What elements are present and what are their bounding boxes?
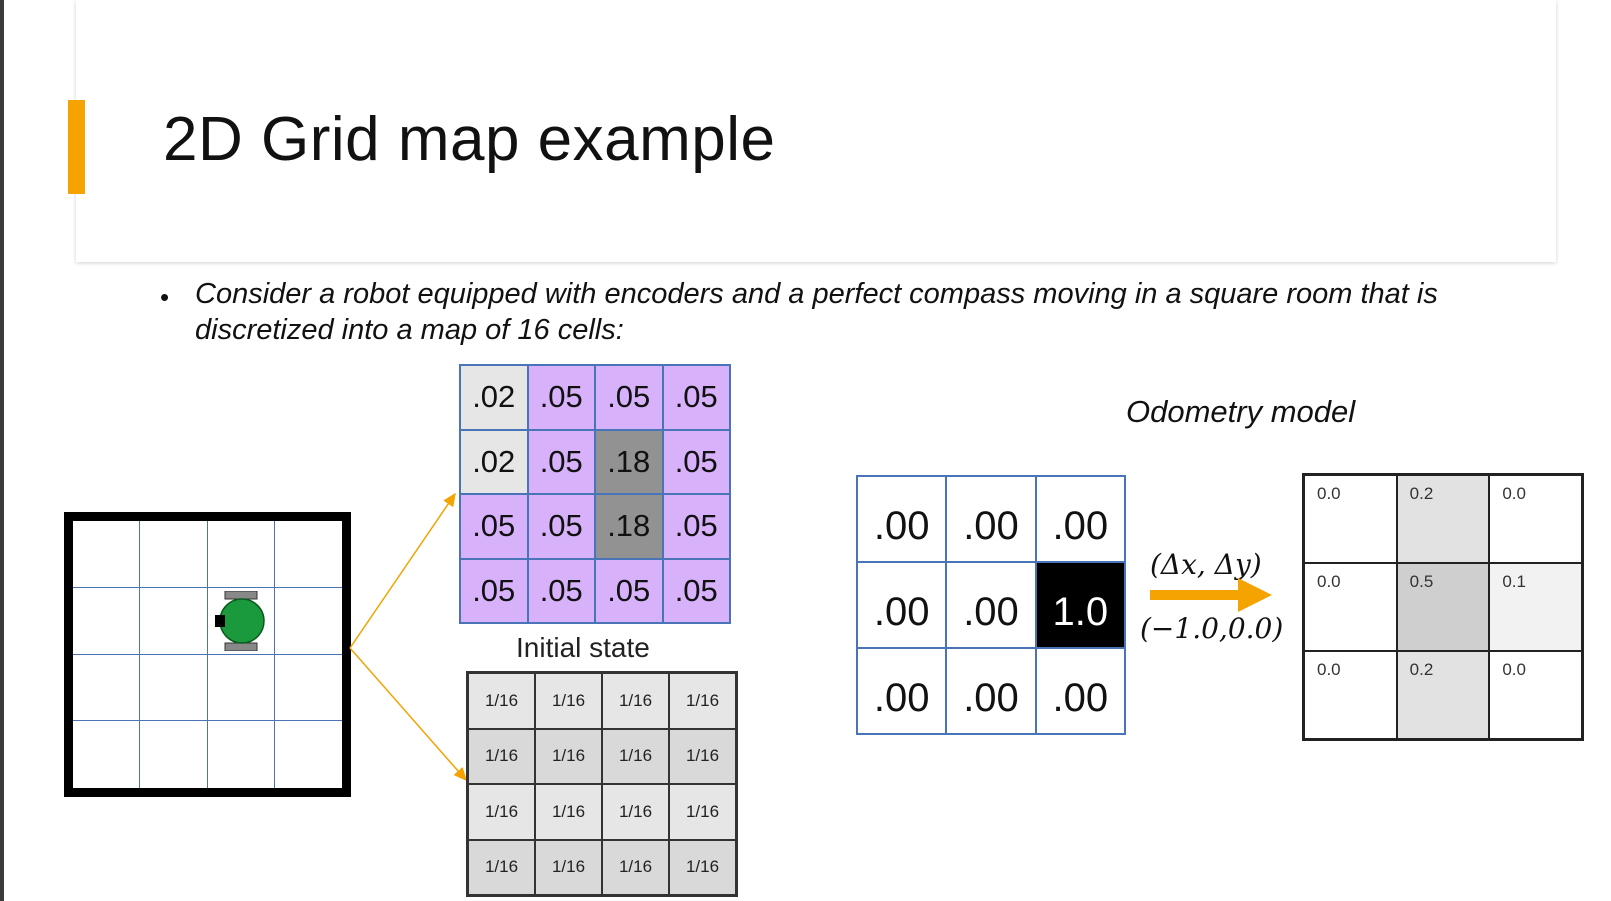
room-cell — [275, 721, 342, 788]
odometry-output-cell: 0.0 — [1304, 563, 1397, 651]
odometry-input-cell: .00 — [857, 476, 947, 562]
belief-cell: .05 — [460, 494, 528, 559]
odometry-output-cell: 0.0 — [1489, 475, 1582, 563]
belief-cell: .05 — [527, 429, 595, 494]
odometry-input-cell: .00 — [946, 562, 1036, 648]
belief-cell: .05 — [662, 558, 730, 623]
initial-state-cell: 1/16 — [535, 784, 602, 840]
belief-cell: .05 — [662, 365, 730, 430]
belief-cell: .18 — [595, 429, 663, 494]
room-cell — [274, 588, 342, 655]
initial-state-cell: 1/16 — [669, 784, 736, 840]
room-cell — [207, 521, 275, 588]
initial-state-cell: 1/16 — [468, 728, 535, 784]
room-cell — [274, 655, 342, 722]
initial-state-cell: 1/16 — [468, 673, 535, 729]
room-cell — [73, 587, 141, 655]
odometry-input-cell: 1.0 — [1035, 562, 1125, 648]
right-arrow-icon — [1150, 578, 1272, 612]
room-cell — [274, 521, 342, 588]
belief-cell: .05 — [662, 429, 730, 494]
initial-state-cell: 1/16 — [468, 839, 535, 895]
room-cell — [140, 587, 208, 655]
odometry-input-cell: .00 — [857, 648, 947, 734]
room-cell — [73, 521, 141, 588]
motion-values-label: (−1.0,0.0) — [1140, 612, 1284, 645]
initial-state-cell: 1/16 — [669, 839, 736, 895]
left-edge-bar — [0, 0, 4, 901]
delta-label: (Δx, Δy) — [1150, 548, 1262, 581]
room-cell — [140, 521, 208, 588]
belief-cell: .02 — [460, 365, 528, 430]
belief-cell: .05 — [527, 494, 595, 559]
belief-cell: .05 — [460, 558, 528, 623]
initial-state-cell: 1/16 — [535, 728, 602, 784]
room-grid — [73, 521, 342, 788]
initial-state-cell: 1/16 — [669, 728, 736, 784]
belief-grid: .02.05.05.05.02.05.18.05.05.05.18.05.05.… — [459, 364, 731, 624]
odometry-input-cell: .00 — [946, 648, 1036, 734]
initial-state-label: Initial state — [516, 632, 650, 663]
room-cell — [208, 721, 275, 788]
odometry-output-cell: 0.2 — [1396, 651, 1490, 739]
room-cell — [140, 654, 208, 722]
belief-cell: .05 — [595, 365, 663, 430]
room-cell — [73, 654, 141, 722]
initial-state-cell: 1/16 — [535, 673, 602, 729]
initial-state-cell: 1/16 — [602, 673, 669, 729]
accent-bar — [68, 100, 85, 194]
odometry-output-cell: 0.0 — [1304, 475, 1397, 563]
initial-state-cell: 1/16 — [669, 673, 736, 729]
belief-cell: .18 — [595, 494, 663, 559]
bullet-text: Consider a robot equipped with encoders … — [195, 278, 1438, 346]
robot-icon — [215, 591, 265, 651]
odometry-input-cell: .00 — [1035, 648, 1125, 734]
title-panel — [76, 0, 1556, 262]
initial-state-cell: 1/16 — [535, 839, 602, 895]
odometry-output-cell: 0.2 — [1396, 475, 1490, 563]
room-cell — [207, 654, 275, 722]
odometry-input-cell: .00 — [857, 562, 947, 648]
room-cell — [207, 587, 275, 655]
room-map — [64, 512, 351, 797]
belief-cell: .05 — [662, 494, 730, 559]
belief-cell: .02 — [460, 429, 528, 494]
odometry-input-cell: .00 — [946, 476, 1036, 562]
odometry-model-label: Odometry model — [1126, 394, 1356, 429]
bullet-marker: • — [160, 282, 170, 312]
odometry-output-cell: 0.5 — [1396, 563, 1490, 651]
odometry-output-cell: 0.1 — [1489, 563, 1582, 651]
initial-state-cell: 1/16 — [602, 839, 669, 895]
initial-state-cell: 1/16 — [602, 728, 669, 784]
odometry-output-cell: 0.0 — [1304, 651, 1397, 739]
room-cell — [140, 721, 208, 788]
room-cell — [73, 721, 141, 788]
belief-cell: .05 — [527, 558, 595, 623]
odometry-input-cell: .00 — [1035, 476, 1125, 562]
initial-state-cell: 1/16 — [468, 784, 535, 840]
belief-cell: .05 — [527, 365, 595, 430]
initial-state-cell: 1/16 — [602, 784, 669, 840]
slide-title: 2D Grid map example — [163, 105, 776, 174]
odometry-output-cell: 0.0 — [1489, 651, 1582, 739]
belief-cell: .05 — [595, 558, 663, 623]
